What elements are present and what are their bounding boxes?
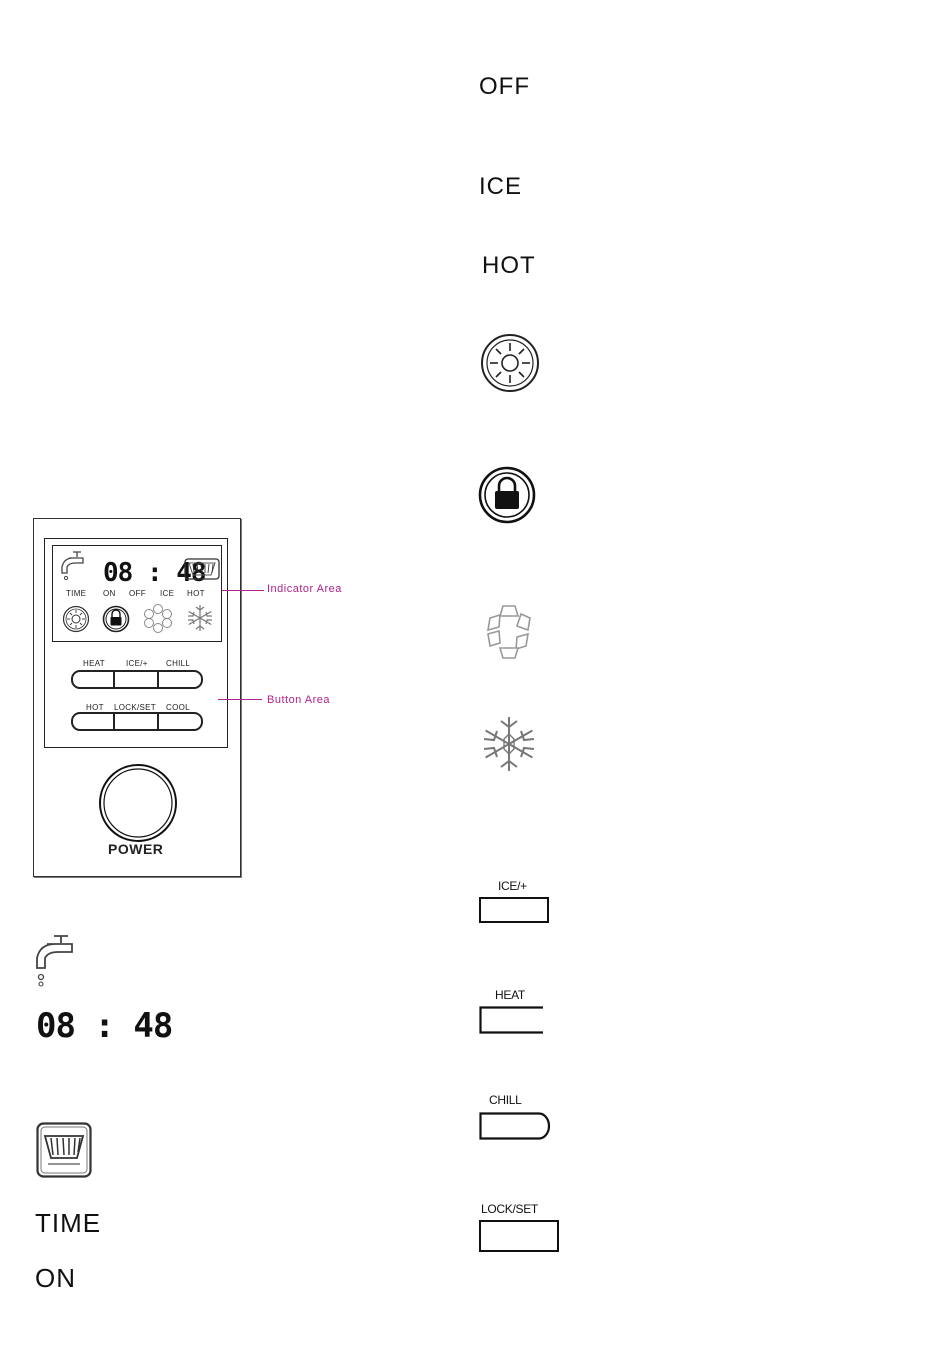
legend-btn-chill-caption: CHILL <box>489 1093 522 1107</box>
callout-line-button <box>218 699 262 700</box>
indicator-label-on: ON <box>103 589 116 598</box>
button-row-top <box>72 670 204 690</box>
legend-btn-heat <box>479 1006 545 1034</box>
button-label-ice: ICE/+ <box>126 659 148 668</box>
button-label-lockset: LOCK/SET <box>114 703 156 712</box>
legend-label-on: ON <box>35 1263 76 1294</box>
snowflake-icon-large <box>479 714 539 774</box>
legend-btn-ice-caption: ICE/+ <box>498 879 527 893</box>
legend-btn-lockset <box>479 1220 559 1252</box>
lock-icon-large <box>478 466 536 524</box>
tank-icon-large <box>36 1122 92 1178</box>
tank-icon <box>184 558 220 580</box>
legend-label-off: OFF <box>479 73 530 101</box>
ice-cubes-icon <box>143 603 173 633</box>
legend-label-time: TIME <box>35 1208 101 1239</box>
button-label-hot: HOT <box>86 703 104 712</box>
legend-label-ice: ICE <box>479 173 522 201</box>
indicator-label-time: TIME <box>66 589 86 598</box>
indicator-label-off: OFF <box>129 589 146 598</box>
legend-btn-lockset-caption: LOCK/SET <box>481 1202 538 1216</box>
legend-label-hot: HOT <box>482 252 536 280</box>
faucet-icon <box>60 550 88 584</box>
callout-indicator-area: Indicator Area <box>267 583 342 595</box>
indicator-label-ice: ICE <box>160 589 174 598</box>
lock-icon <box>102 605 130 633</box>
legend-btn-chill <box>479 1112 551 1140</box>
sun-icon-large <box>480 333 540 393</box>
callout-line-indicator <box>222 590 264 591</box>
ice-cubes-icon-large <box>479 602 539 662</box>
legend-time-display: 08 : 48 <box>36 1006 172 1046</box>
faucet-icon-large <box>34 933 82 991</box>
callout-button-area: Button Area <box>267 694 330 706</box>
button-label-cool: COOL <box>166 703 190 712</box>
power-knob <box>98 763 180 843</box>
power-label: POWER <box>108 841 163 857</box>
legend-btn-heat-caption: HEAT <box>495 988 525 1002</box>
indicator-label-hot: HOT <box>187 589 205 598</box>
button-label-chill: CHILL <box>166 659 190 668</box>
sun-icon <box>62 605 90 633</box>
snowflake-icon <box>185 603 215 633</box>
button-label-heat: HEAT <box>83 659 105 668</box>
button-row-bottom <box>72 712 204 732</box>
legend-btn-ice <box>479 897 549 923</box>
